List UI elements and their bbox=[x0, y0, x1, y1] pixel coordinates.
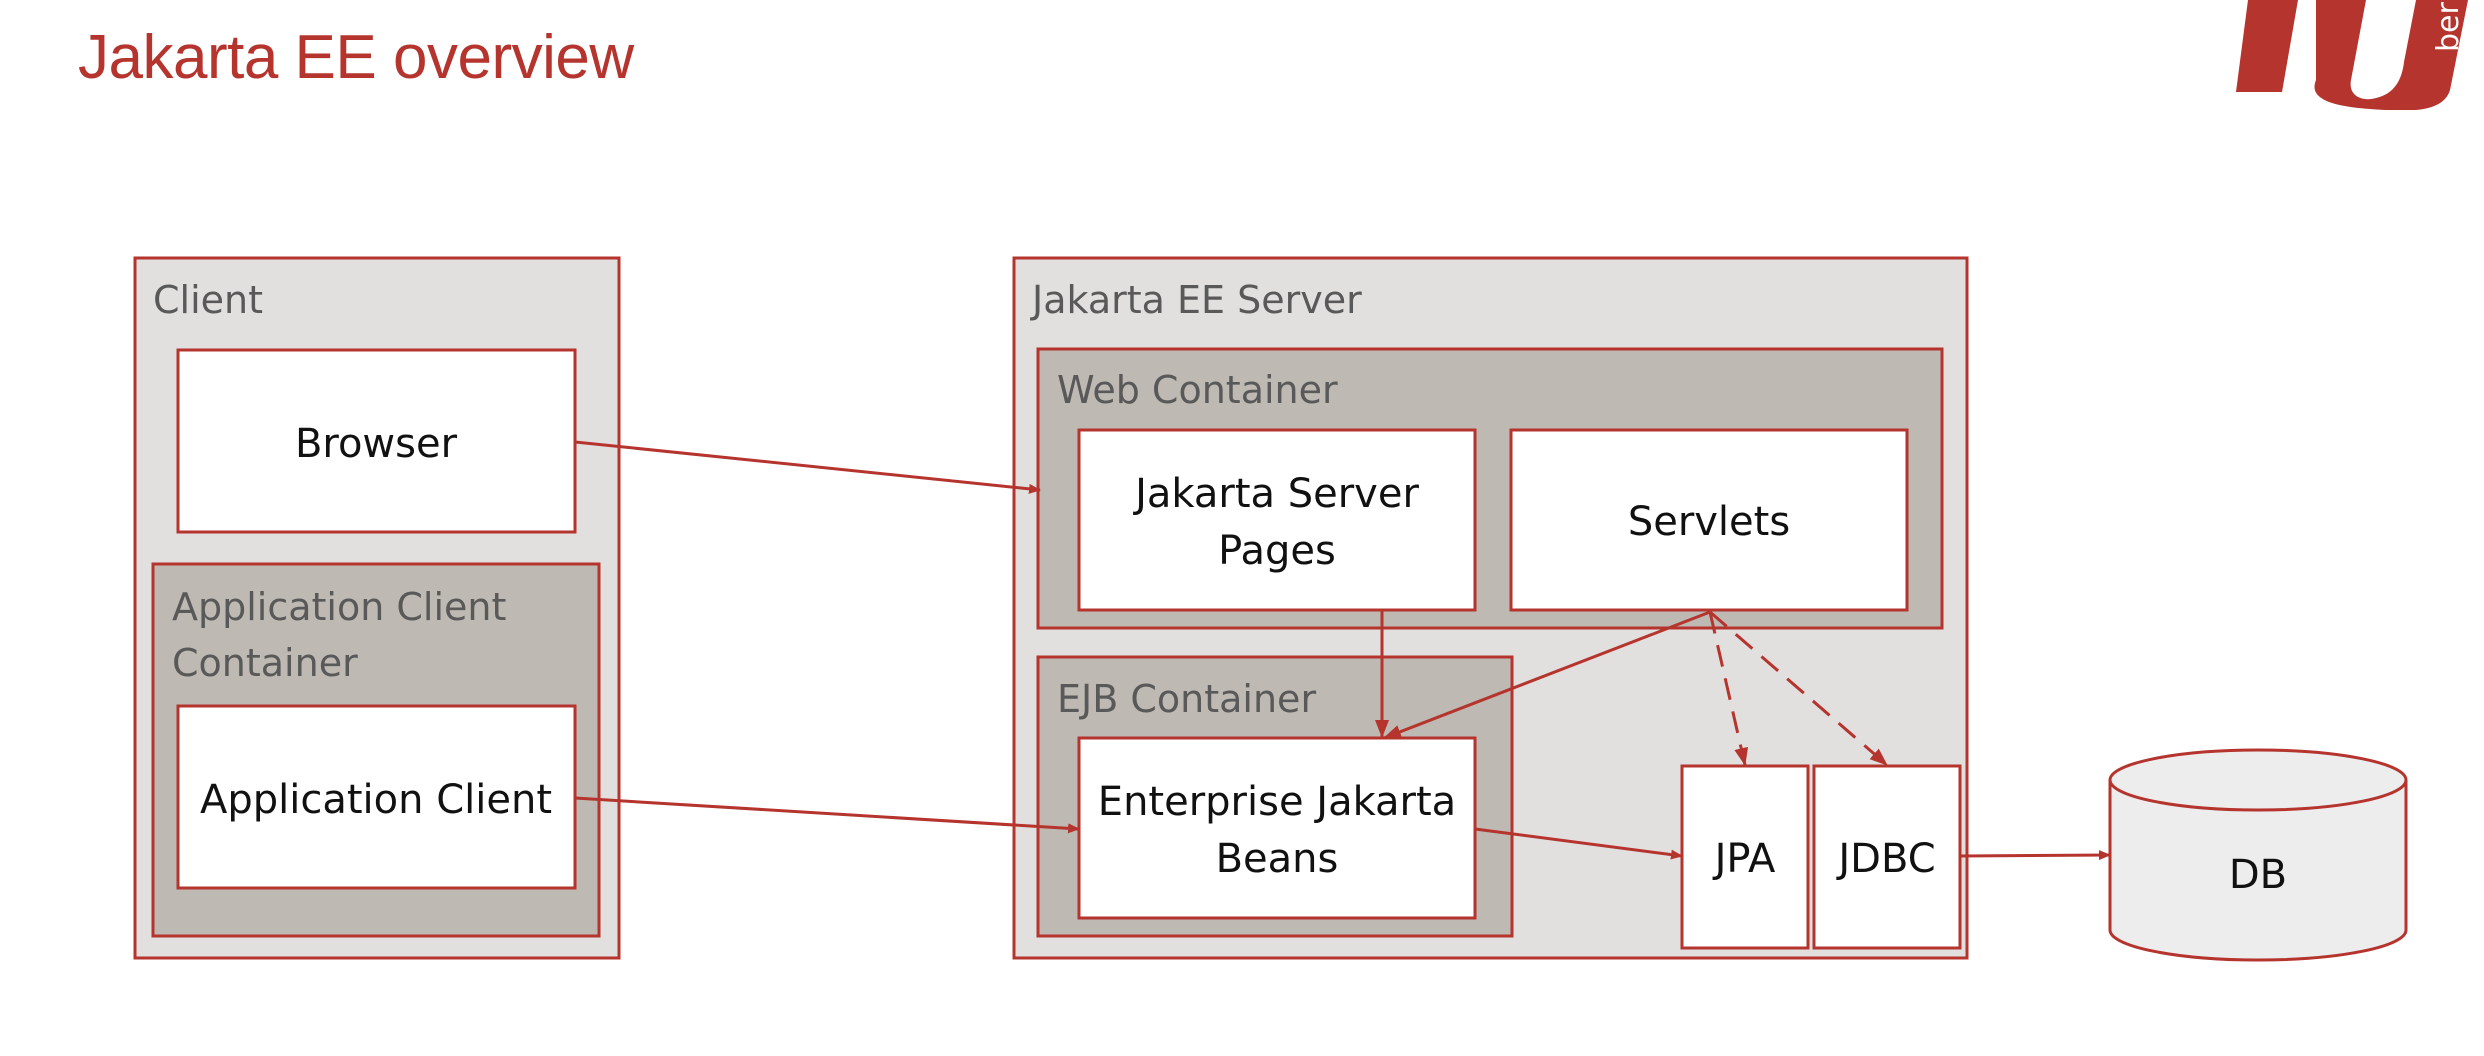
app-client-container-label-line1: Application Client bbox=[172, 585, 506, 629]
db-cylinder: DB bbox=[2108, 748, 2408, 962]
web-container-label: Web Container bbox=[1057, 368, 1338, 412]
app-client-container-label-line2: Container bbox=[172, 641, 358, 685]
servlets-label: Servlets bbox=[1628, 499, 1790, 545]
app-client-box: Application Client bbox=[176, 704, 577, 890]
ejb-label-line1: Enterprise Jakarta bbox=[1098, 779, 1456, 825]
jpa-box: JPA bbox=[1680, 764, 1810, 950]
db-label: DB bbox=[2229, 852, 2287, 898]
jdbc-box: JDBC bbox=[1812, 764, 1962, 950]
browser-label: Browser bbox=[295, 421, 458, 467]
jpa-label: JPA bbox=[1712, 836, 1776, 882]
browser-box: Browser bbox=[176, 348, 577, 534]
server-label: Jakarta EE Server bbox=[1030, 278, 1362, 322]
page-title: Jakarta EE overview bbox=[78, 23, 634, 92]
arrow-servlets-to-jpa-dashed bbox=[1708, 611, 1749, 766]
jsp-label-line2: Pages bbox=[1218, 528, 1336, 574]
arrow-browser-to-jsp bbox=[574, 440, 1041, 494]
arrow-jdbc-to-db bbox=[1959, 850, 2111, 861]
ejb-container-label: EJB Container bbox=[1057, 677, 1316, 721]
client-label: Client bbox=[153, 278, 263, 322]
ejb-box: Enterprise Jakarta Beans bbox=[1077, 736, 1477, 920]
app-client-label: Application Client bbox=[200, 777, 552, 823]
logo-text: berl bbox=[2431, 0, 2466, 52]
arrow-appclient-to-ejb bbox=[574, 796, 1080, 834]
arrow-servlets-to-ejb bbox=[1383, 610, 1711, 740]
university-logo: berl bbox=[2236, 0, 2468, 110]
jdbc-label: JDBC bbox=[1835, 836, 1935, 882]
arrow-ejb-to-jpa bbox=[1474, 827, 1683, 860]
jsp-box: Jakarta Server Pages bbox=[1077, 428, 1477, 612]
servlets-box: Servlets bbox=[1509, 428, 1909, 612]
ejb-label-line2: Beans bbox=[1216, 836, 1339, 882]
jsp-label-line1: Jakarta Server bbox=[1132, 471, 1419, 517]
arrow-servlets-to-jdbc-dashed bbox=[1709, 610, 1888, 767]
